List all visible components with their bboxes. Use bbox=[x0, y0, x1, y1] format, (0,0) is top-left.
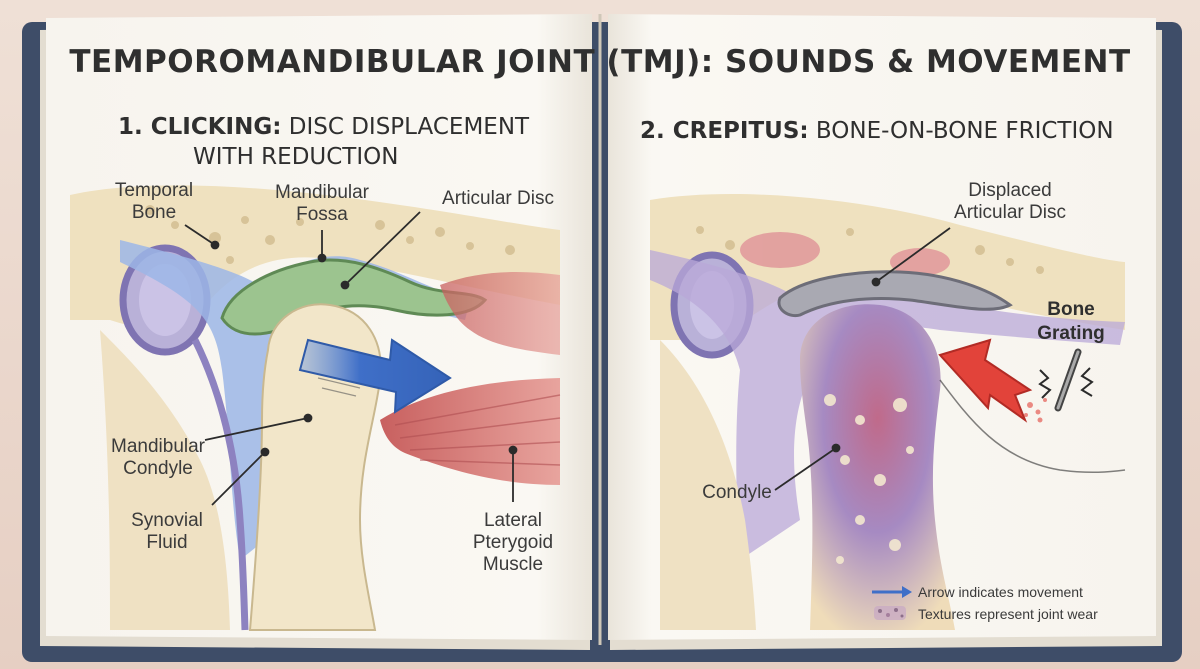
legend-arrow-text: Arrow indicates movement bbox=[918, 584, 1083, 600]
displaced-articular-disc bbox=[777, 270, 1013, 318]
left-heading-line2: WITH REDUCTION bbox=[193, 144, 399, 170]
left-joint-illustration bbox=[70, 185, 561, 631]
right-heading-text: BONE-ON-BONE FRICTION bbox=[815, 118, 1114, 144]
label-articular-disc: Articular Disc bbox=[442, 188, 554, 209]
left-heading: 1. CLICKING: DISC DISPLACEMENT bbox=[118, 114, 529, 140]
grating-icon bbox=[1038, 348, 1094, 412]
right-heading-number: 2. CREPITUS: bbox=[640, 118, 809, 144]
lateral-pterygoid-muscle bbox=[380, 378, 560, 485]
left-heading-text: DISC DISPLACEMENT bbox=[288, 114, 530, 140]
label-condyle: Condyle bbox=[702, 482, 772, 503]
left-heading-number: 1. CLICKING: bbox=[118, 114, 282, 140]
right-heading: 2. CREPITUS: BONE-ON-BONE FRICTION bbox=[640, 118, 1114, 144]
legend-texture-text: Textures represent joint wear bbox=[918, 606, 1098, 622]
right-joint-illustration bbox=[650, 194, 1126, 630]
damaged-condyle bbox=[800, 304, 955, 630]
page-title: TEMPOROMANDIBULAR JOINT (TMJ): SOUNDS & … bbox=[69, 44, 1131, 80]
impact-arrow-icon bbox=[938, 338, 1033, 423]
movement-arrow-icon bbox=[298, 338, 452, 414]
legend-texture-icon bbox=[874, 606, 906, 620]
